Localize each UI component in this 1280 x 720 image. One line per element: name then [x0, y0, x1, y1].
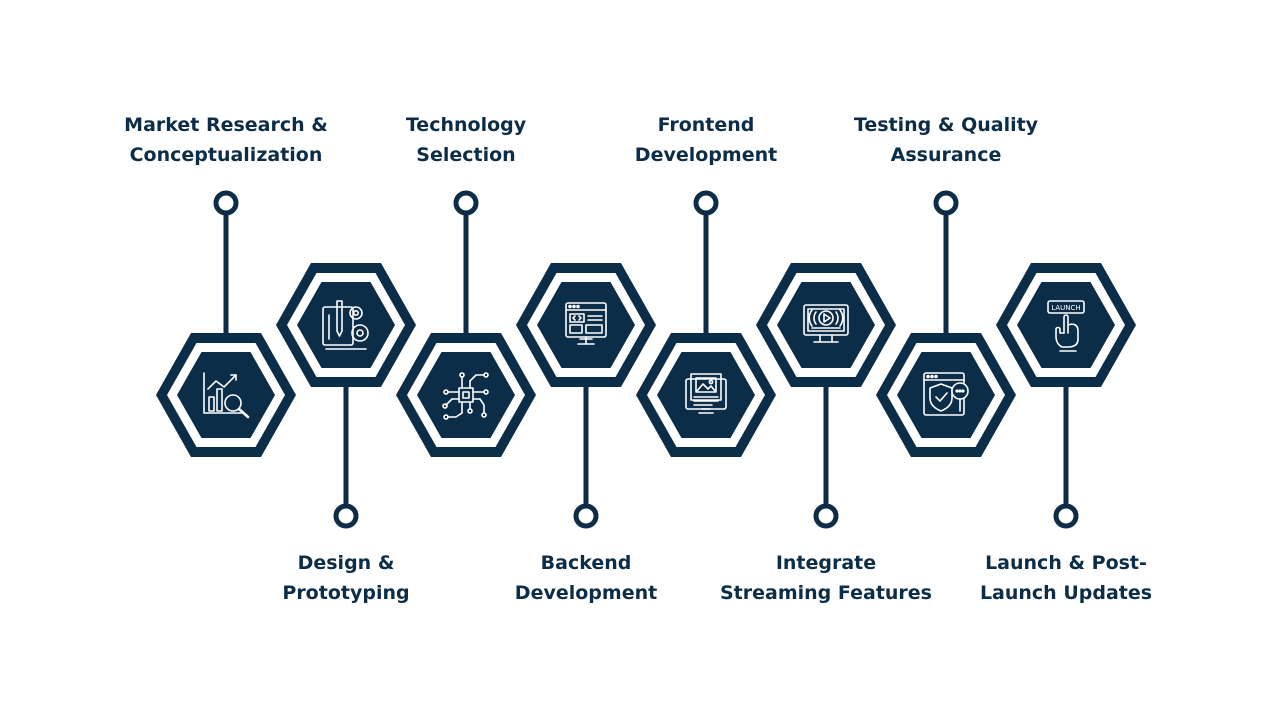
step-label-line: Assurance — [890, 144, 1002, 166]
step-label-line: Launch Updates — [979, 582, 1153, 604]
connector-marker — [453, 190, 479, 216]
connector-marker — [933, 190, 959, 216]
step-label-1: Market Research & Conceptualization — [106, 110, 346, 170]
step-label-line: Selection — [416, 144, 516, 166]
launch-button-text: LAUNCH — [1051, 304, 1080, 312]
step-label-3: Technology Selection — [346, 110, 586, 170]
step-label-line: Technology — [405, 114, 527, 136]
step-label-4: Backend Development — [466, 548, 706, 608]
hexagon-inner — [657, 352, 755, 438]
connector-marker — [693, 190, 719, 216]
step-label-line: Streaming Features — [720, 582, 932, 604]
step-label-line: Design & — [297, 552, 395, 574]
step-label-2: Design & Prototyping — [226, 548, 466, 608]
step-label-line: Development — [514, 582, 658, 604]
step-label-line: Integrate — [775, 552, 877, 574]
connector-marker — [213, 190, 239, 216]
image-editor-monitor-icon — [685, 373, 727, 414]
step-label-5: Frontend Development — [586, 110, 826, 170]
code-browser-monitor-icon — [565, 302, 607, 345]
video-streaming-monitor-icon — [803, 304, 849, 343]
hexagon-inner — [177, 352, 275, 438]
step-label-7: Testing & Quality Assurance — [826, 110, 1066, 170]
step-label-line: Backend — [540, 552, 632, 574]
step-label-line: Market Research & — [124, 114, 328, 136]
step-label-line: Launch & Post- — [985, 552, 1147, 574]
connector-marker — [1053, 503, 1079, 529]
step-label-line: Frontend — [657, 114, 755, 136]
connector-marker — [573, 503, 599, 529]
step-label-line: Testing & Quality — [853, 114, 1039, 136]
connector-marker — [333, 503, 359, 529]
step-label-line: Development — [634, 144, 778, 166]
hexagon-layer — [156, 263, 1136, 457]
step-label-6: Integrate Streaming Features — [706, 548, 946, 608]
chart-magnifier-icon — [203, 372, 250, 419]
blueprint-gears-icon — [322, 300, 369, 350]
icon-layer: LAUNCH — [203, 300, 1085, 420]
shield-check-browser-icon — [923, 372, 969, 416]
connector-marker — [813, 503, 839, 529]
step-label-line: Conceptualization — [129, 144, 323, 166]
launch-button-hand-icon: LAUNCH — [1047, 300, 1085, 352]
step-label-line: Prototyping — [282, 582, 410, 604]
hexagon-inner — [1017, 282, 1115, 368]
step-label-8: Launch & Post- Launch Updates — [946, 548, 1186, 608]
hexagon-inner — [297, 282, 395, 368]
microchip-circuit-icon — [442, 372, 489, 420]
hexagon-inner — [417, 352, 515, 438]
